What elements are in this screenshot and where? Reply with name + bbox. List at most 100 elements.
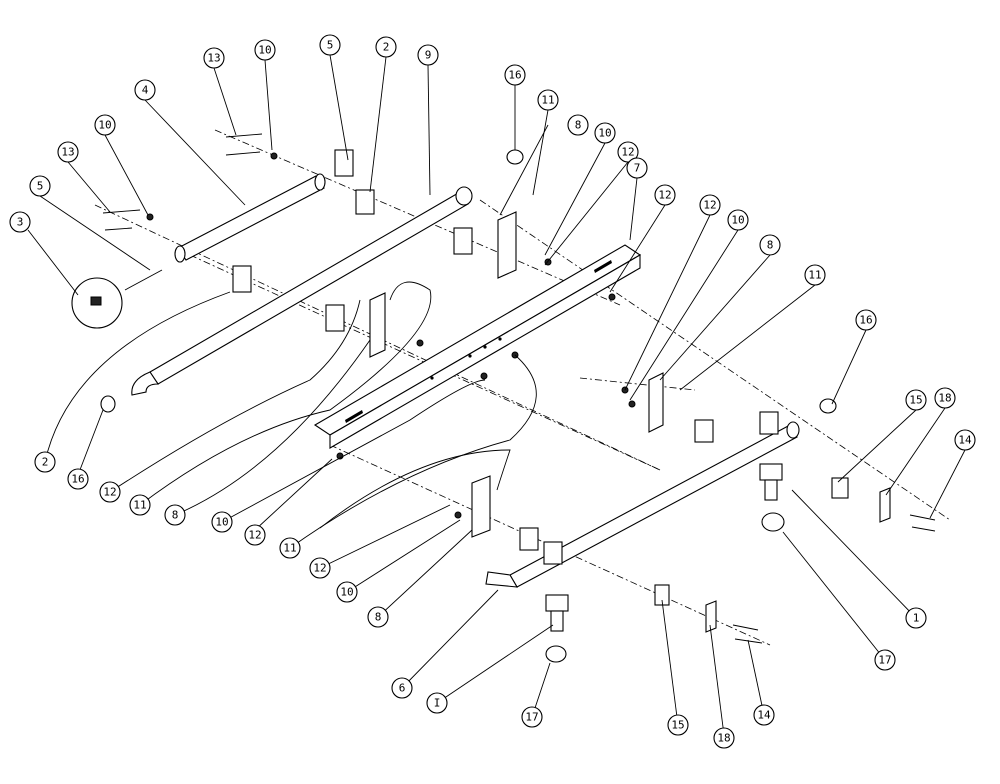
balloon-7: 7 [626,157,648,179]
balloon-10: 10 [211,511,233,533]
short-tube [174,173,326,263]
svg-text:18: 18 [938,392,951,405]
balloon-11: 11 [279,537,301,559]
part-balloons: 13 10 5 2 9 4 16 11 10 8 10 12 7 13 12 5… [9,34,976,749]
svg-text:11: 11 [283,542,296,555]
svg-text:10: 10 [98,119,111,132]
balloon-17: 17 [521,706,543,728]
svg-text:13: 13 [207,52,220,65]
balloon-8: 8 [759,234,781,256]
svg-text:8: 8 [172,509,179,522]
balloon-3: 3 [9,211,31,233]
balloon-2: 2 [375,36,397,58]
casters [545,463,783,632]
balloon-12: 12 [99,481,121,503]
svg-text:9: 9 [425,49,432,62]
leader-lines [27,54,966,736]
svg-text:3: 3 [17,216,24,229]
svg-text:16: 16 [508,69,521,82]
svg-text:16: 16 [71,473,84,486]
svg-text:13: 13 [61,146,74,159]
svg-text:12: 12 [658,189,671,202]
balloon-10: 10 [594,122,616,144]
main-crossbar [313,244,642,449]
balloon-11: 11 [537,89,559,111]
balloon-14: 14 [954,429,976,451]
balloon-16: 16 [855,309,877,331]
svg-text:15: 15 [909,394,922,407]
balloon-5: 5 [29,175,51,197]
svg-text:14: 14 [958,434,972,447]
clamps [232,149,849,606]
svg-text:2: 2 [383,41,390,54]
plates [369,211,891,633]
balloon-8: 8 [367,606,389,628]
svg-text:16: 16 [859,314,872,327]
balloon-12: 12 [309,557,331,579]
svg-text:14: 14 [757,709,771,722]
svg-text:2: 2 [42,456,49,469]
svg-text:12: 12 [621,146,634,159]
svg-text:12: 12 [248,529,261,542]
svg-text:6: 6 [399,682,406,695]
bolts [102,133,936,644]
balloon-12: 12 [244,524,266,546]
balloon-16: 16 [67,468,89,490]
detail-view [71,277,123,329]
svg-text:7: 7 [634,162,641,175]
svg-text:12: 12 [703,199,716,212]
svg-text:8: 8 [575,119,582,132]
svg-text:15: 15 [671,719,684,732]
balloon-18: 18 [713,727,735,749]
balloon-6: 6 [391,677,413,699]
svg-text:11: 11 [808,269,821,282]
balloon-5: 5 [319,34,341,56]
balloon-10: 10 [94,114,116,136]
balloon-10: 10 [727,209,749,231]
balloon-9: 9 [417,44,439,66]
balloon-10: 10 [336,581,358,603]
balloon-2: 2 [34,451,56,473]
svg-text:8: 8 [767,239,774,252]
svg-text:I: I [434,697,441,710]
svg-text:17: 17 [525,711,538,724]
balloon-10: 10 [254,39,276,61]
nuts [146,152,636,519]
svg-text:10: 10 [731,214,744,227]
balloon-8: 8 [567,114,589,136]
svg-text:5: 5 [37,180,44,193]
svg-text:17: 17 [878,654,891,667]
svg-text:12: 12 [313,562,326,575]
balloon-1: I [426,692,448,714]
svg-text:1: 1 [913,612,920,625]
balloon-11: 11 [804,264,826,286]
svg-text:12: 12 [103,486,116,499]
caps [100,149,837,663]
balloon-1: 1 [905,607,927,629]
balloon-14: 14 [753,704,775,726]
svg-text:18: 18 [717,732,730,745]
svg-text:10: 10 [215,516,228,529]
balloon-12: 12 [699,194,721,216]
svg-text:11: 11 [541,94,554,107]
svg-text:5: 5 [327,39,334,52]
balloon-16: 16 [504,64,526,86]
balloon-12: 12 [654,184,676,206]
balloon-11: 11 [129,494,151,516]
balloon-18: 18 [934,387,956,409]
lower-tube [485,421,800,588]
svg-text:4: 4 [142,84,149,97]
balloon-4: 4 [134,79,156,101]
balloon-17: 17 [874,649,896,671]
balloon-12: 12 [617,141,639,163]
svg-text:11: 11 [133,499,146,512]
balloon-15: 15 [667,714,689,736]
svg-text:10: 10 [340,586,353,599]
svg-text:8: 8 [375,611,382,624]
svg-text:10: 10 [598,127,611,140]
balloon-13: 13 [57,141,79,163]
balloon-8: 8 [164,504,186,526]
balloon-15: 15 [905,389,927,411]
balloon-13: 13 [203,47,225,69]
